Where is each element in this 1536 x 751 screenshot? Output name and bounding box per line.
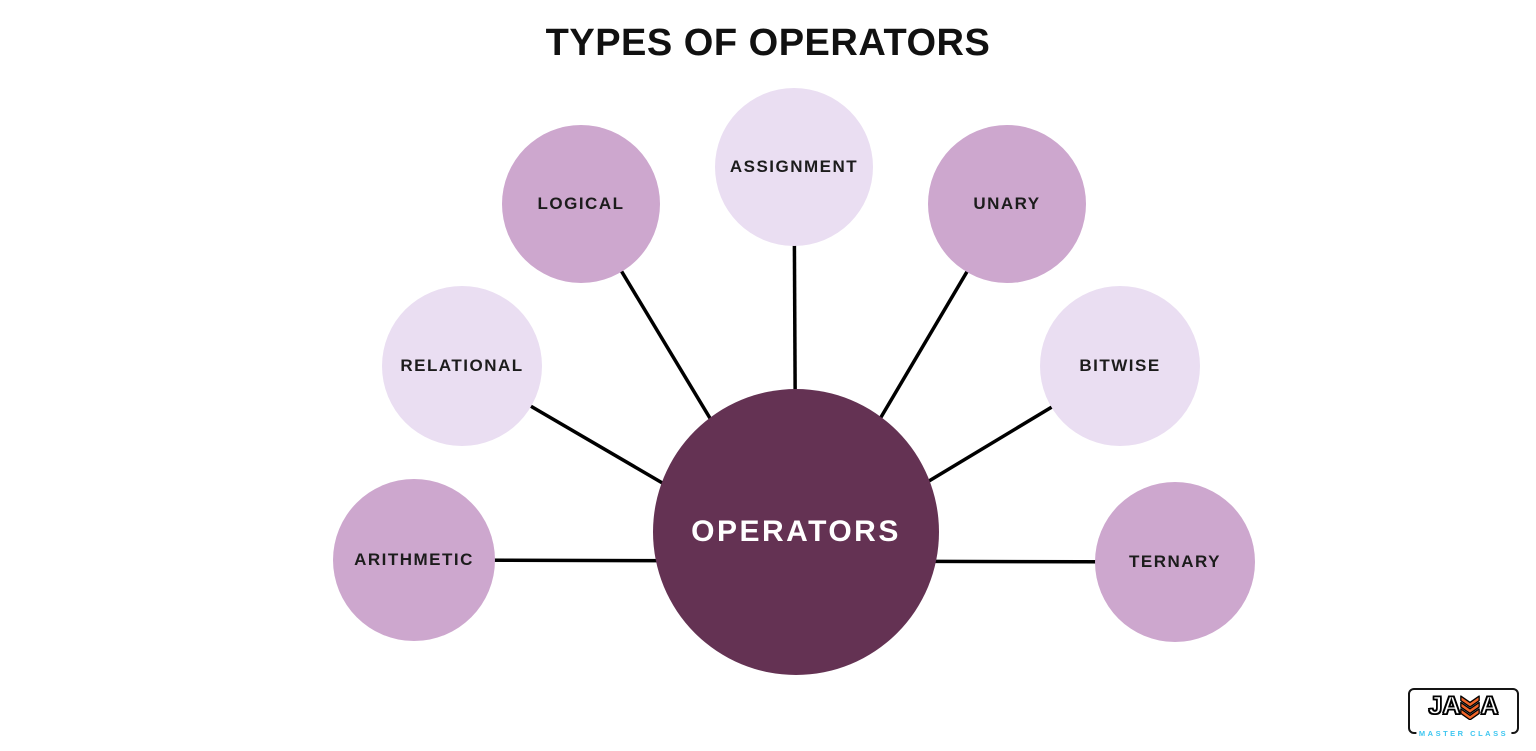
logo-wordmark: JA A: [1410, 692, 1517, 720]
node-operators-center: OPERATORS: [653, 389, 939, 675]
java-masterclass-logo: JA A MASTER CLASS: [1408, 688, 1519, 738]
node-bitwise: BITWISE: [1040, 286, 1200, 446]
node-bitwise-label: BITWISE: [1079, 356, 1161, 375]
logo-subtitle: MASTER CLASS: [1415, 729, 1512, 738]
logo-word-end: A: [1480, 692, 1499, 720]
node-relational-label: RELATIONAL: [400, 356, 524, 375]
center-node-label: OPERATORS: [691, 515, 901, 548]
node-ternary-label: TERNARY: [1128, 552, 1222, 571]
node-logical-label: LOGICAL: [537, 194, 625, 213]
node-unary: UNARY: [928, 125, 1086, 283]
node-relational: RELATIONAL: [382, 286, 542, 446]
node-ternary: TERNARY: [1095, 482, 1255, 642]
page-title: TYPES OF OPERATORS: [545, 22, 991, 64]
node-assignment: ASSIGNMENT: [715, 88, 873, 246]
node-assignment-label: ASSIGNMENT: [729, 157, 859, 176]
node-logical: LOGICAL: [502, 125, 660, 283]
node-arithmetic: ARITHMETIC: [333, 479, 495, 641]
java-chevron-icon: [1460, 694, 1481, 720]
node-unary-label: UNARY: [973, 194, 1041, 213]
logo-word-start: JA: [1428, 692, 1461, 720]
node-arithmetic-label: ARITHMETIC: [354, 550, 474, 569]
